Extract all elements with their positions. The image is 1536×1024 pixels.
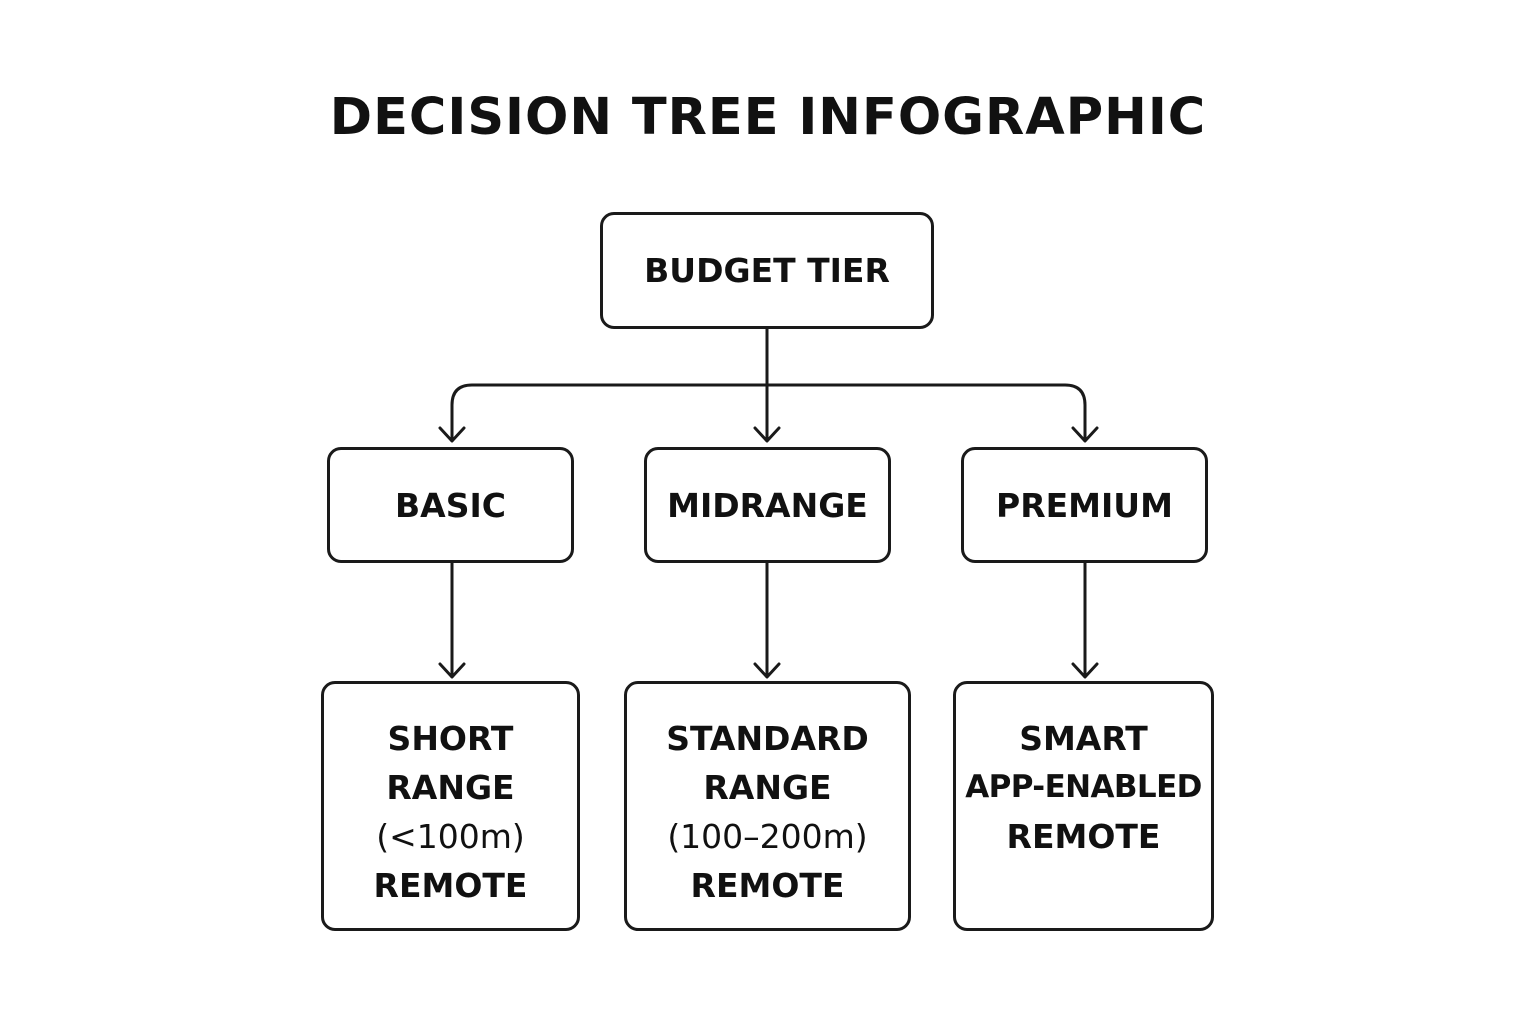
tier-node-basic: BASIC <box>327 447 574 563</box>
diagram-title: DECISION TREE INFOGRAPHIC <box>329 88 1207 147</box>
outcome-line: (100–200m) <box>667 817 868 856</box>
outcome-line: RANGE <box>386 768 515 807</box>
outcome-node-basic: SHORT RANGE (<100m) REMOTE <box>321 681 580 931</box>
outcome-node-premium: SMART APP-ENABLED REMOTE <box>953 681 1214 931</box>
arrowhead-premium-outcome <box>1071 662 1099 679</box>
arrowhead-midrange <box>753 426 781 443</box>
outcome-line: REMOTE <box>1006 817 1161 856</box>
tier-node-label: MIDRANGE <box>667 485 868 525</box>
root-node-label: BUDGET TIER <box>644 251 890 290</box>
outcome-line: RANGE <box>703 768 832 807</box>
outcome-line: REMOTE <box>373 866 528 905</box>
arrowhead-basic-outcome <box>438 662 466 679</box>
outcome-line: SHORT <box>387 719 514 758</box>
outcome-line: STANDARD <box>666 719 869 758</box>
outcome-line: (<100m) <box>376 817 525 856</box>
arrowhead-premium <box>1071 426 1099 443</box>
edge-root-to-basic <box>450 383 769 442</box>
tier-node-premium: PREMIUM <box>961 447 1208 563</box>
outcome-line: SMART <box>1019 719 1148 758</box>
tier-node-label: BASIC <box>395 485 506 525</box>
outcome-line: APP-ENABLED <box>965 769 1202 805</box>
tier-node-label: PREMIUM <box>996 485 1173 525</box>
arrowhead-midrange-outcome <box>753 662 781 679</box>
outcome-line: REMOTE <box>690 866 845 905</box>
tier-node-midrange: MIDRANGE <box>644 447 891 563</box>
arrowhead-basic <box>438 426 466 443</box>
outcome-node-midrange: STANDARD RANGE (100–200m) REMOTE <box>624 681 911 931</box>
root-node: BUDGET TIER <box>600 212 934 329</box>
edge-root-to-premium <box>765 383 1087 442</box>
